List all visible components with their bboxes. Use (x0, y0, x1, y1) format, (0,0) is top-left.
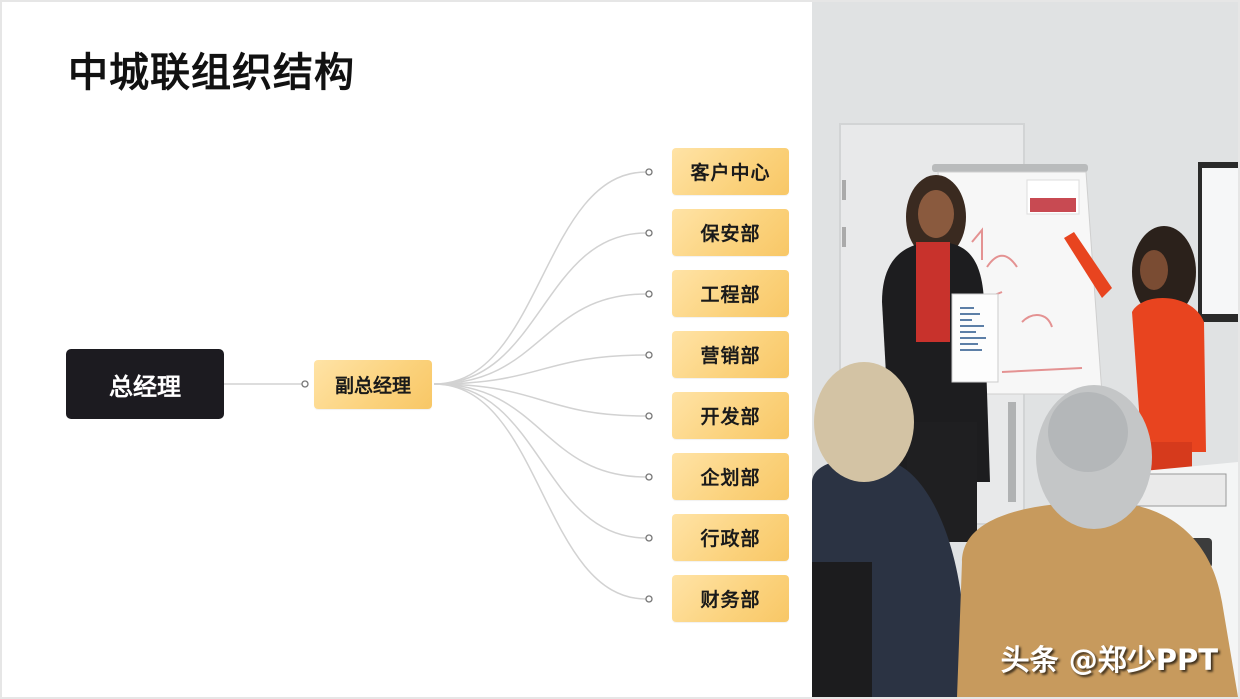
node-finance-dept: 财务部 (672, 575, 789, 622)
node-planning-dept: 企划部 (672, 453, 789, 500)
root-node-general-manager: 总经理 (66, 349, 224, 419)
page-title: 中城联组织结构 (68, 50, 355, 96)
meeting-photo-illustration (812, 2, 1238, 697)
node-customer-center: 客户中心 (672, 148, 789, 195)
node-development-dept: 开发部 (672, 392, 789, 439)
node-engineering-dept: 工程部 (672, 270, 789, 317)
node-administration-dept: 行政部 (672, 514, 789, 561)
meeting-photo: 头条 @郑少PPT (812, 2, 1238, 697)
connector-lines (224, 168, 653, 603)
node-marketing-dept: 营销部 (672, 331, 789, 378)
node-security-dept: 保安部 (672, 209, 789, 256)
node-deputy-general-manager: 副总经理 (314, 360, 432, 409)
watermark-text: 头条 @郑少PPT (1000, 643, 1218, 677)
